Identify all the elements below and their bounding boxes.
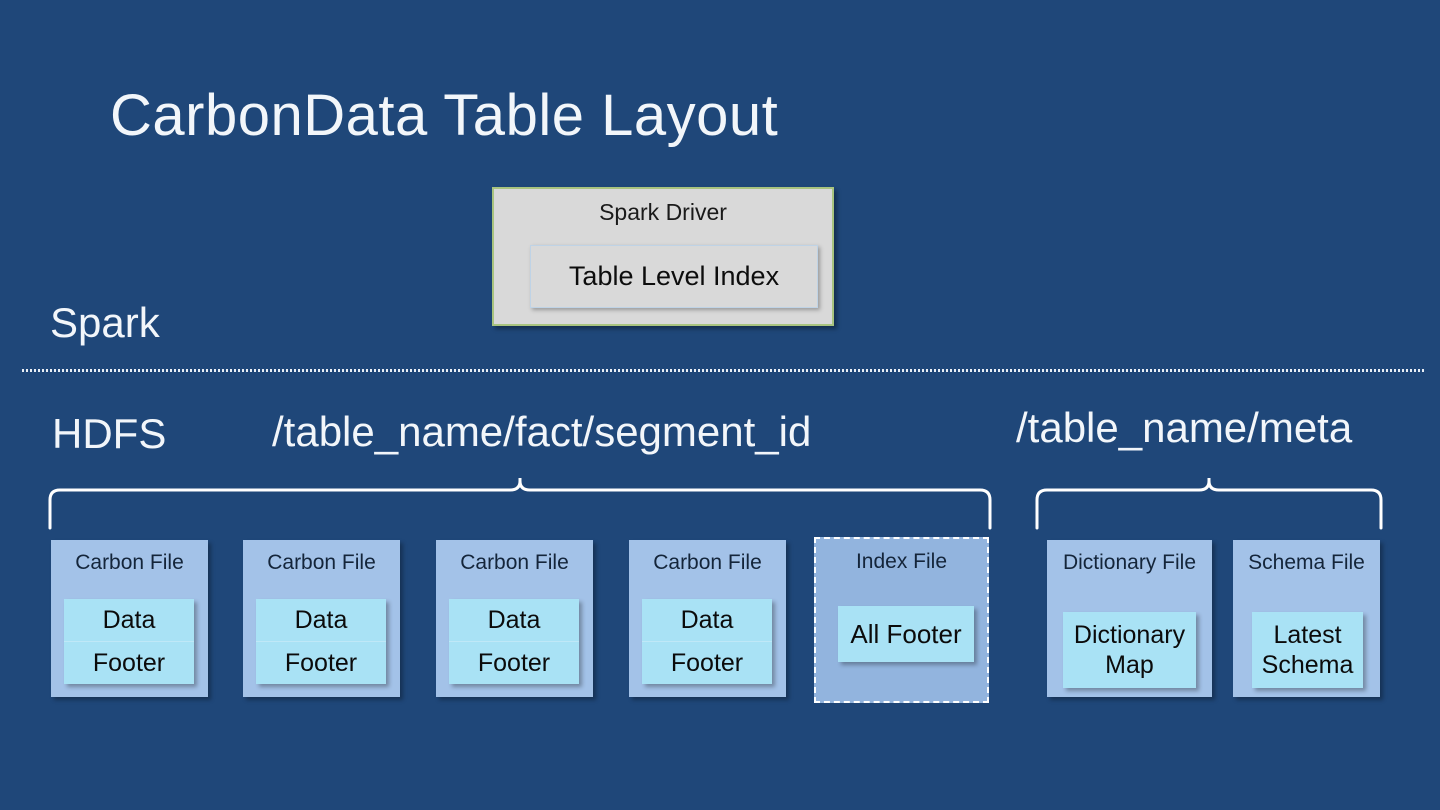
- brace-meta-group: [1031, 478, 1387, 530]
- card-title: Carbon File: [460, 551, 569, 574]
- carbon-file-card-2[interactable]: Carbon File Data Footer: [243, 540, 400, 697]
- inner-cell-latest-schema[interactable]: Latest Schema: [1252, 612, 1363, 688]
- page-title: CarbonData Table Layout: [110, 83, 779, 148]
- carbon-file-card-1[interactable]: Carbon File Data Footer: [51, 540, 208, 697]
- inner-cell-data[interactable]: Data: [256, 599, 386, 641]
- card-title: Carbon File: [653, 551, 762, 574]
- table-level-index-label: Table Level Index: [568, 261, 780, 291]
- inner-section-stack: Data Footer: [256, 599, 386, 684]
- inner-section-stack: Data Footer: [642, 599, 772, 684]
- schema-file-card[interactable]: Schema File Latest Schema: [1233, 540, 1380, 697]
- layer-divider: [22, 369, 1426, 372]
- table-level-index-box[interactable]: Table Level Index: [530, 245, 818, 308]
- inner-cell-data[interactable]: Data: [642, 599, 772, 641]
- card-title: Schema File: [1248, 551, 1365, 574]
- inner-cell-all-footer[interactable]: All Footer: [838, 606, 974, 662]
- inner-cell-data[interactable]: Data: [64, 599, 194, 641]
- path-label-fact: /table_name/fact/segment_id: [272, 408, 812, 455]
- carbon-file-card-3[interactable]: Carbon File Data Footer: [436, 540, 593, 697]
- inner-cell-footer[interactable]: Footer: [642, 641, 772, 684]
- inner-cell-footer[interactable]: Footer: [256, 641, 386, 684]
- inner-cell-footer[interactable]: Footer: [64, 641, 194, 684]
- spark-driver-title: Spark Driver: [599, 199, 727, 225]
- carbon-file-card-4[interactable]: Carbon File Data Footer: [629, 540, 786, 697]
- inner-cell-dictionary-map[interactable]: Dictionary Map: [1063, 612, 1196, 688]
- dictionary-file-card[interactable]: Dictionary File Dictionary Map: [1047, 540, 1212, 697]
- card-title: Carbon File: [267, 551, 376, 574]
- path-label-meta: /table_name/meta: [1016, 404, 1353, 451]
- brace-fact-group: [44, 478, 996, 530]
- index-file-card[interactable]: Index File All Footer: [814, 537, 989, 703]
- card-title: Carbon File: [75, 551, 184, 574]
- inner-section-stack: Data Footer: [64, 599, 194, 684]
- card-title: Dictionary File: [1062, 551, 1197, 574]
- card-title: Index File: [855, 550, 948, 573]
- layer-label-hdfs: HDFS: [52, 410, 167, 457]
- layer-label-spark: Spark: [50, 299, 160, 346]
- inner-cell-footer[interactable]: Footer: [449, 641, 579, 684]
- spark-driver-box[interactable]: Spark Driver Table Level Index: [492, 187, 834, 326]
- inner-cell-data[interactable]: Data: [449, 599, 579, 641]
- inner-section-stack: Data Footer: [449, 599, 579, 684]
